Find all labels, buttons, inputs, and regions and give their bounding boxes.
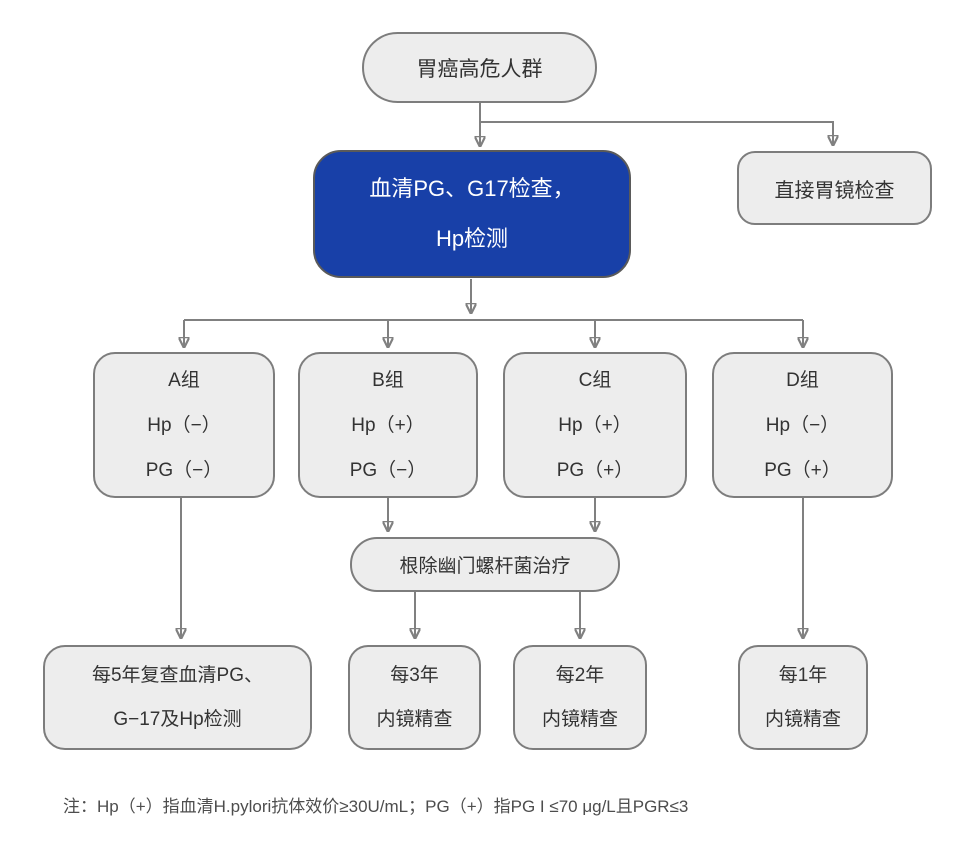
node-serum-line2: Hp检测 [435,226,509,251]
node-direct-gastroscopy: 直接胃镜检查 [737,151,932,225]
node-direct-label: 直接胃镜检查 [774,179,895,202]
group-a-name: A组 [168,369,200,391]
node-eradication-label: 根除幽门螺杆菌治疗 [399,556,571,577]
group-b-hp: Hp（+） [351,414,425,436]
node-group-a: A组 Hp（−） PG（−） [93,352,275,498]
node-eradication: 根除幽门螺杆菌治疗 [350,537,620,592]
followup-b-line2: 内镜精查 [376,708,453,730]
group-c-name: C组 [578,369,612,391]
node-group-d: D组 Hp（−） PG（+） [712,352,893,498]
group-d-name: D组 [786,369,819,391]
group-b-pg: PG（−） [349,459,427,481]
node-serum-line1: 血清PG、G17检查， [369,176,575,201]
arrow-start-to-direct [480,121,833,145]
followup-d-line1: 每1年 [778,664,828,686]
group-c-pg: PG（+） [556,459,634,481]
footnote: 注：Hp（+）指血清H.pylori抗体效价≥30U/mL；PG（+）指PG I… [63,797,689,816]
node-start: 胃癌高危人群 [362,32,597,103]
node-followup-b: 每3年 内镜精查 [348,645,481,750]
group-c-hp: Hp（+） [558,414,632,436]
group-a-hp: Hp（−） [147,414,221,436]
group-b-name: B组 [372,369,404,391]
node-group-c: C组 Hp（+） PG（+） [503,352,687,498]
node-start-label: 胃癌高危人群 [416,57,543,81]
followup-a-line1: 每5年复查血清PG、 [91,664,264,686]
node-followup-d: 每1年 内镜精查 [738,645,868,750]
followup-d-line2: 内镜精查 [764,708,841,730]
node-group-b: B组 Hp（+） PG（−） [298,352,478,498]
followup-c-line1: 每2年 [555,664,605,686]
node-followup-c: 每2年 内镜精查 [513,645,647,750]
node-followup-a: 每5年复查血清PG、 G−17及Hp检测 [43,645,312,750]
followup-b-line1: 每3年 [390,664,439,686]
group-d-pg: PG（+） [764,459,841,481]
group-d-hp: Hp（−） [765,414,840,436]
followup-a-line2: G−17及Hp检测 [113,708,242,730]
node-serum-test: 血清PG、G17检查， Hp检测 [313,150,631,278]
group-a-pg: PG（−） [145,459,223,481]
followup-c-line2: 内镜精查 [541,708,618,730]
